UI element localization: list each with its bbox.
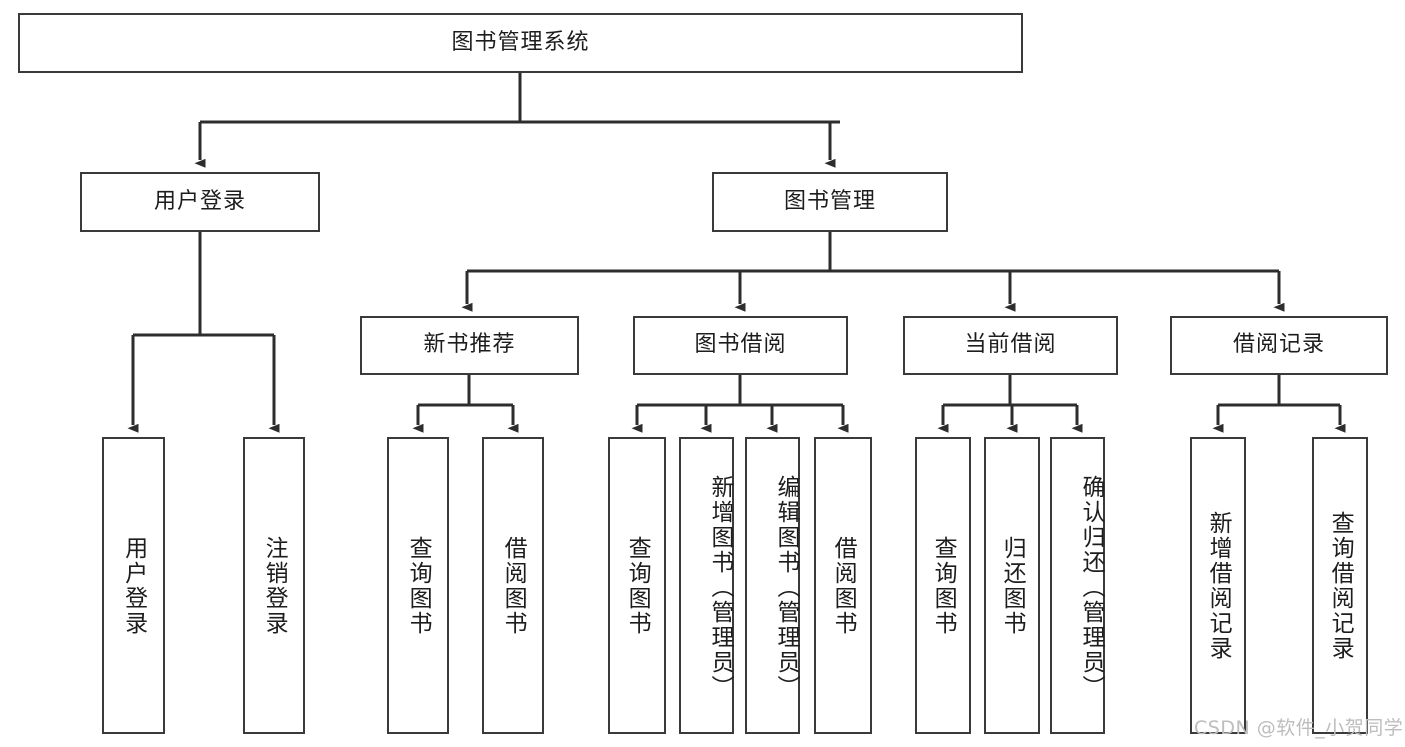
node-current-borrow-label: 当前借阅 [964, 332, 1057, 358]
node-book-manage[interactable]: 图书管理 [712, 172, 948, 232]
node-root[interactable]: 图书管理系统 [18, 13, 1023, 73]
leaf-add-record-label: 新增借阅记录 [1205, 510, 1232, 661]
leaf-edit-book[interactable]: 编辑图书（管理员） [745, 437, 800, 734]
leaf-query-book-2[interactable]: 查询图书 [608, 437, 666, 734]
leaf-user-login-label: 用户登录 [120, 535, 147, 636]
leaf-user-logout-label: 注销登录 [261, 535, 288, 636]
leaf-query-book-1[interactable]: 查询图书 [387, 437, 449, 734]
leaf-query-record-label: 查询借阅记录 [1327, 510, 1354, 661]
leaf-query-book-2-label: 查询图书 [624, 535, 651, 636]
leaf-return-book[interactable]: 归还图书 [984, 437, 1040, 734]
leaf-query-book-3-label: 查询图书 [930, 535, 957, 636]
node-user-login[interactable]: 用户登录 [80, 172, 320, 232]
node-borrow-record[interactable]: 借阅记录 [1170, 316, 1388, 375]
leaf-user-login[interactable]: 用户登录 [102, 437, 165, 734]
leaf-confirm-return[interactable]: 确认归还（管理员） [1050, 437, 1105, 734]
leaf-add-book[interactable]: 新增图书（管理员） [679, 437, 734, 734]
node-book-borrow-label: 图书借阅 [694, 332, 787, 358]
node-book-borrow[interactable]: 图书借阅 [633, 316, 848, 375]
leaf-borrow-book-2[interactable]: 借阅图书 [814, 437, 872, 734]
node-root-label: 图书管理系统 [451, 29, 590, 55]
node-current-borrow[interactable]: 当前借阅 [903, 316, 1118, 375]
leaf-borrow-book-1[interactable]: 借阅图书 [482, 437, 544, 734]
node-user-login-label: 用户登录 [153, 188, 246, 214]
leaf-user-logout[interactable]: 注销登录 [243, 437, 305, 734]
node-new-book-rec-label: 新书推荐 [423, 332, 516, 358]
leaf-query-record[interactable]: 查询借阅记录 [1312, 437, 1368, 734]
watermark: CSDN @软件_小贺同学 [1194, 717, 1404, 739]
leaf-borrow-book-2-label: 借阅图书 [830, 535, 857, 636]
leaf-add-record[interactable]: 新增借阅记录 [1190, 437, 1246, 734]
node-new-book-rec[interactable]: 新书推荐 [360, 316, 579, 375]
leaf-borrow-book-1-label: 借阅图书 [500, 535, 527, 636]
node-borrow-record-label: 借阅记录 [1232, 332, 1325, 358]
leaf-edit-book-label: 编辑图书（管理员） [773, 475, 799, 700]
node-book-manage-label: 图书管理 [783, 188, 876, 214]
leaf-add-book-label: 新增图书（管理员） [707, 475, 733, 700]
leaf-return-book-label: 归还图书 [999, 535, 1026, 636]
leaf-query-book-3[interactable]: 查询图书 [915, 437, 971, 734]
leaf-confirm-return-label: 确认归还（管理员） [1078, 475, 1104, 700]
leaf-query-book-1-label: 查询图书 [405, 535, 432, 636]
